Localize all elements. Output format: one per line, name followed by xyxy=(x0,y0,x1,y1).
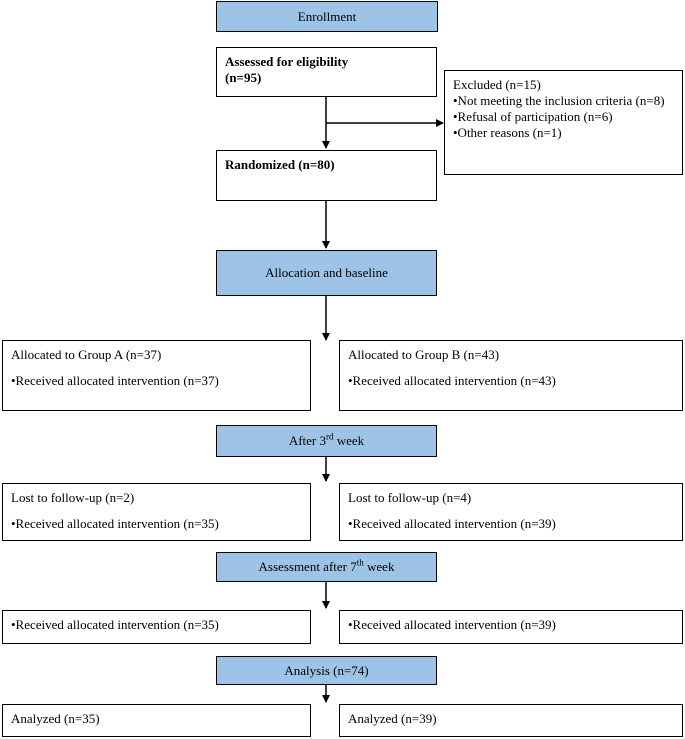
excluded-reason: •Not meeting the inclusion criteria (n=8… xyxy=(453,93,665,108)
group-b-lost-followup: Lost to follow-up (n=4) xyxy=(348,490,472,505)
group-a-week7-box: •Received allocated intervention (n=35) xyxy=(2,610,311,644)
group-a-analyzed: Analyzed (n=35) xyxy=(11,711,100,726)
group-a-analyzed-box: Analyzed (n=35) xyxy=(2,704,311,737)
group-b-week7-box: •Received allocated intervention (n=39) xyxy=(339,610,683,644)
excluded-title: Excluded (n=15) xyxy=(453,77,541,92)
group-b-allocation-title: Allocated to Group B (n=43) xyxy=(348,347,500,362)
analysis-box: Analysis (n=74) xyxy=(216,656,437,685)
excluded-reason: •Refusal of participation (n=6) xyxy=(453,109,613,124)
enrollment-box: Enrollment xyxy=(216,1,438,32)
group-a-allocation-title: Allocated to Group A (n=37) xyxy=(11,347,162,362)
group-a-week3-detail: •Received allocated intervention (n=35) xyxy=(11,516,219,531)
enrollment-label: Enrollment xyxy=(297,8,357,24)
allocation-box: Allocation and baseline xyxy=(216,250,437,296)
assessed-count: (n=95) xyxy=(225,70,262,85)
excluded-box: Excluded (n=15) •Not meeting the inclusi… xyxy=(444,70,683,175)
group-a-allocation-detail: •Received allocated intervention (n=37) xyxy=(11,373,219,388)
group-a-week3-box: Lost to follow-up (n=2) •Received alloca… xyxy=(2,483,311,541)
analysis-label: Analysis (n=74) xyxy=(284,662,369,678)
week3-label: After 3rd week xyxy=(288,431,365,448)
group-b-week7-detail: •Received allocated intervention (n=39) xyxy=(348,617,556,632)
group-b-allocation-detail: •Received allocated intervention (n=43) xyxy=(348,373,556,388)
excluded-reason: •Other reasons (n=1) xyxy=(453,125,562,140)
allocation-label: Allocation and baseline xyxy=(265,265,388,280)
group-a-allocation-box: Allocated to Group A (n=37) •Received al… xyxy=(2,340,311,411)
group-a-week7-detail: •Received allocated intervention (n=35) xyxy=(11,617,219,632)
assessed-box: Assessed for eligibility (n=95) xyxy=(216,47,437,97)
week7-box: Assessment after 7th week xyxy=(216,552,437,582)
randomized-label: Randomized (n=80) xyxy=(225,157,335,172)
group-b-allocation-box: Allocated to Group B (n=43) •Received al… xyxy=(339,340,683,411)
randomized-box: Randomized (n=80) xyxy=(216,150,437,201)
group-b-week3-detail: •Received allocated intervention (n=39) xyxy=(348,516,556,531)
group-a-lost-followup: Lost to follow-up (n=2) xyxy=(11,490,135,505)
group-b-week3-box: Lost to follow-up (n=4) •Received alloca… xyxy=(339,483,683,541)
group-b-analyzed: Analyzed (n=39) xyxy=(348,711,437,726)
week3-box: After 3rd week xyxy=(216,425,437,457)
week7-label: Assessment after 7th week xyxy=(258,557,395,574)
assessed-label: Assessed for eligibility xyxy=(225,54,349,69)
group-b-analyzed-box: Analyzed (n=39) xyxy=(339,704,683,737)
